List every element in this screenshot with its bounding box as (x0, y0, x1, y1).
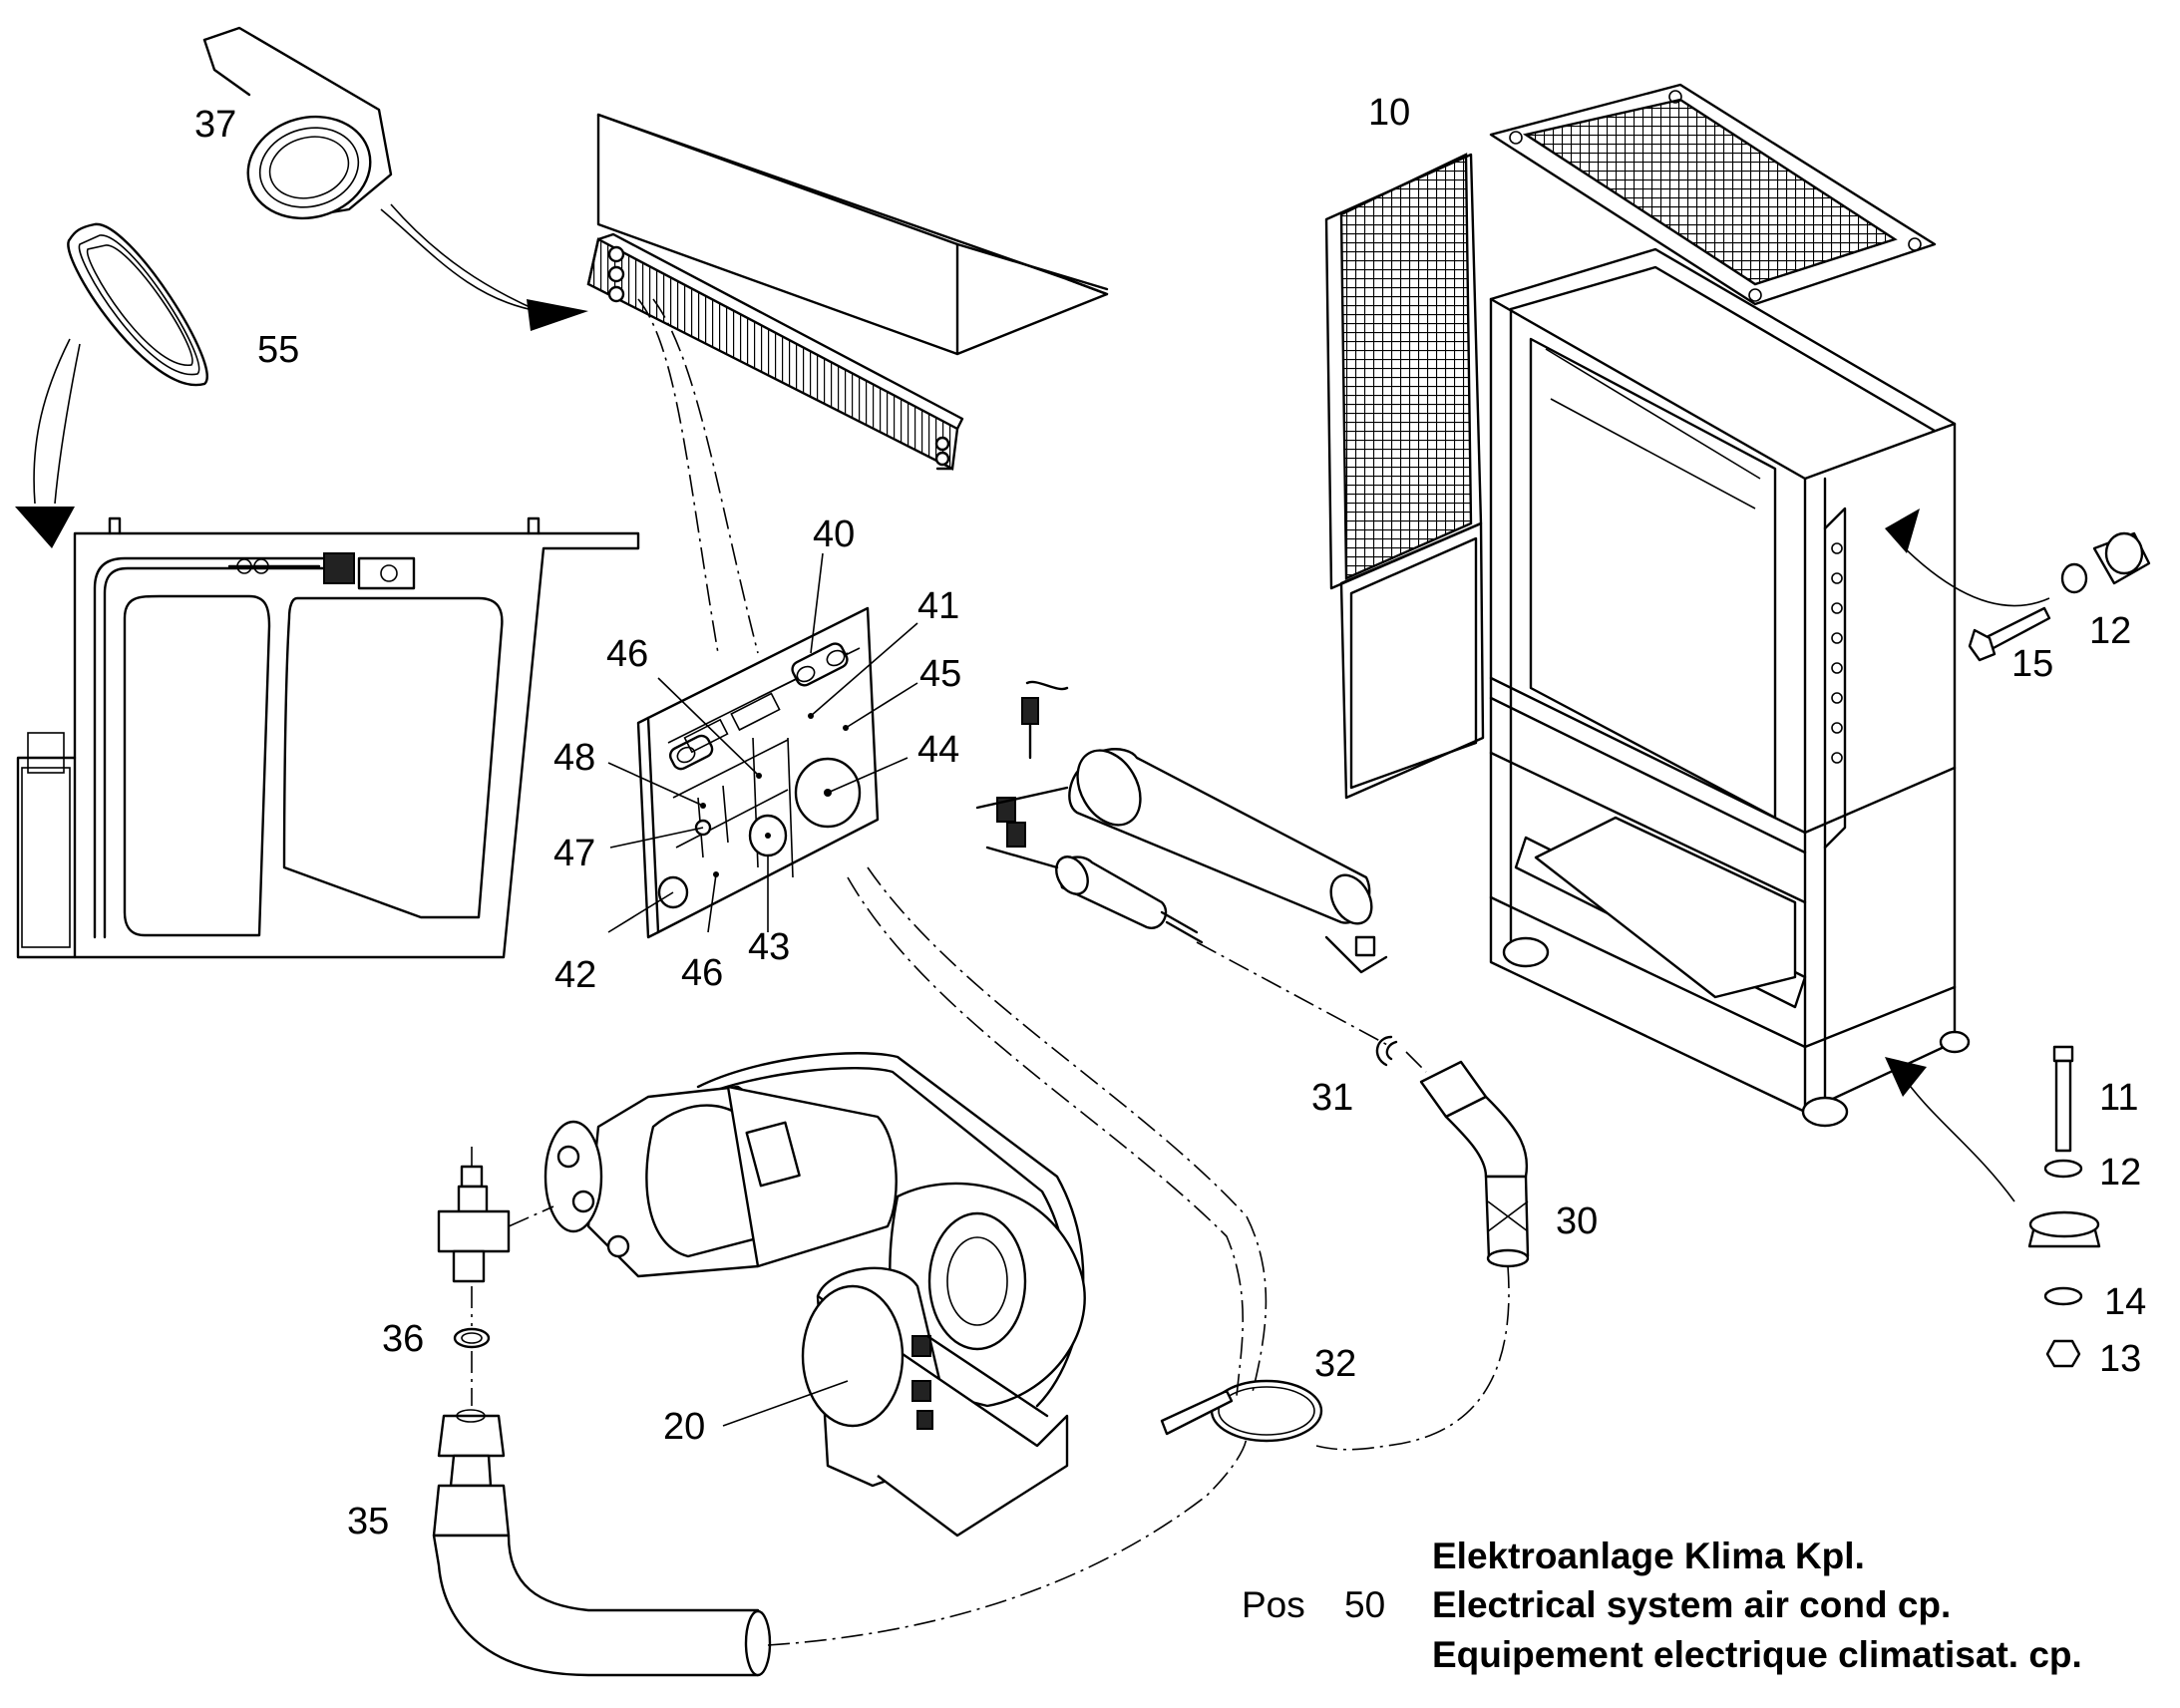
callout-labels: 10 11 12 12 13 14 15 20 30 31 32 35 36 3… (194, 92, 2146, 1542)
caption-line-de: Elektroanlage Klima Kpl. (1432, 1536, 1865, 1576)
compressor-20 (544, 1052, 1086, 1537)
filter-panel-10 (1324, 153, 1485, 800)
callout-55: 55 (257, 329, 299, 371)
top-mesh-panel (1489, 83, 1937, 306)
callout-42: 42 (554, 954, 596, 996)
oval-seal-55 (15, 222, 208, 548)
callout-47: 47 (553, 833, 595, 874)
callout-15: 15 (2011, 643, 2053, 685)
callout-46-lower: 46 (681, 952, 723, 994)
tape-roll-37 (202, 26, 588, 331)
caption-pos-label: Pos (1242, 1584, 1305, 1625)
callout-31: 31 (1311, 1077, 1353, 1119)
callout-46-upper: 46 (606, 633, 648, 675)
caption-pos-number: 50 (1344, 1584, 1385, 1625)
callout-10: 10 (1368, 92, 1410, 134)
callout-36: 36 (382, 1318, 424, 1360)
caption-line-en: Electrical system air cond cp. (1432, 1584, 1951, 1625)
callout-12-upper: 12 (2089, 610, 2131, 652)
callout-12-lower: 12 (2099, 1152, 2141, 1194)
evaporator-cover (596, 113, 1109, 356)
receiver-dryer (975, 680, 1388, 974)
callout-20: 20 (663, 1406, 705, 1448)
caption-line-fr: Equipement electrique climatisat. cp. (1432, 1634, 2082, 1675)
cab-side-panel (16, 516, 640, 959)
callout-11: 11 (2099, 1077, 2138, 1119)
callout-35: 35 (347, 1501, 389, 1542)
callout-32: 32 (1314, 1343, 1356, 1385)
cabinet-frame (1489, 247, 1971, 1128)
callout-30: 30 (1556, 1200, 1598, 1242)
foot-mount-11-14 (1885, 1045, 2101, 1368)
hose-35 (432, 1409, 1248, 1677)
callout-37: 37 (194, 104, 236, 146)
service-valve-36 (437, 1147, 554, 1406)
callout-41: 41 (917, 585, 959, 627)
hose-fitting-30 (1315, 1060, 1530, 1451)
control-panel (636, 606, 880, 939)
hose-clamp-32 (847, 866, 1323, 1443)
callout-40: 40 (813, 513, 855, 555)
callout-45: 45 (919, 653, 961, 695)
callout-13: 13 (2099, 1338, 2141, 1380)
caption: Elektroanlage Klima Kpl. Pos 50 Electric… (1242, 1536, 2082, 1675)
callout-43: 43 (748, 926, 790, 968)
o-ring-31 (1375, 1035, 1398, 1067)
callout-44: 44 (917, 729, 959, 771)
callout-48: 48 (553, 737, 595, 779)
mount-bolt-15-12 (1885, 509, 2151, 662)
panel-leaders (607, 552, 918, 933)
callout-14: 14 (2104, 1281, 2146, 1323)
evaporator-coil (586, 232, 964, 471)
